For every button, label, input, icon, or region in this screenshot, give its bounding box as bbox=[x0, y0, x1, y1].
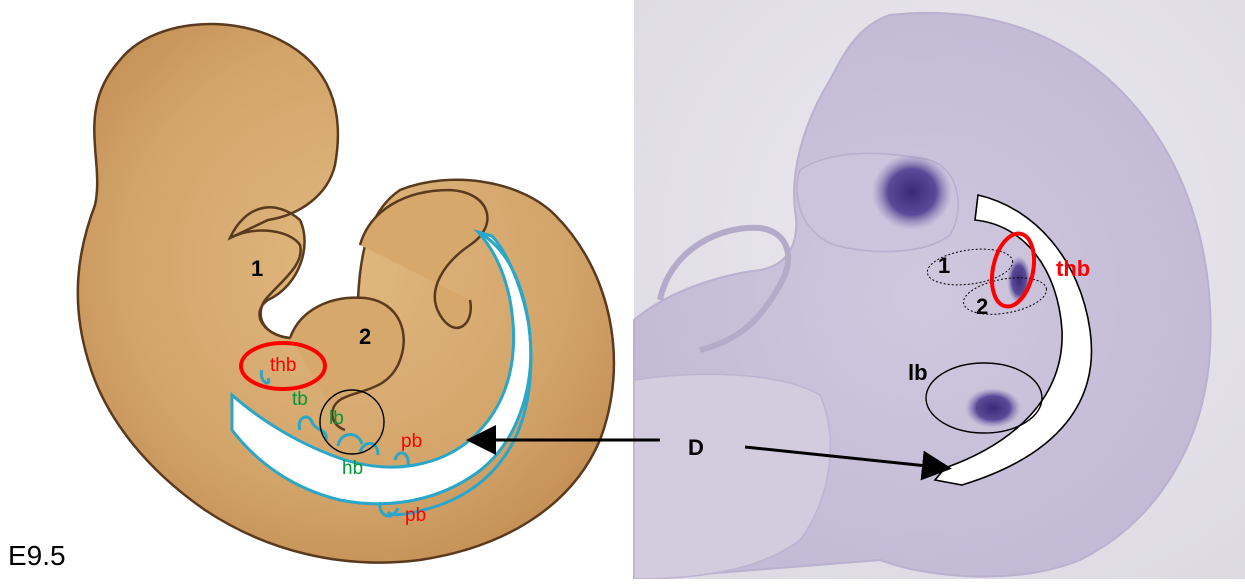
stain-spot-upper bbox=[872, 154, 952, 230]
photo-panel bbox=[634, 0, 1245, 579]
schematic-hb-label: hb bbox=[342, 459, 363, 478]
schematic-pb-lower-label: pb bbox=[405, 506, 426, 525]
stain-spot-lb bbox=[965, 388, 1021, 428]
photo-thb-label: thb bbox=[1056, 258, 1090, 280]
schematic-pouch-2-label: 2 bbox=[359, 326, 371, 348]
photo-lb-label: lb bbox=[908, 362, 928, 384]
center-d-label: D bbox=[688, 437, 704, 459]
schematic-lb-label: lb bbox=[329, 409, 344, 428]
photo-pouch-1-label: 1 bbox=[938, 255, 950, 277]
photo-pouch-2-label: 2 bbox=[976, 296, 988, 318]
schematic-tb-label: tb bbox=[292, 390, 308, 409]
stage-label: E9.5 bbox=[8, 542, 66, 570]
schematic-pouch-1-label: 1 bbox=[251, 258, 263, 280]
schematic-panel bbox=[78, 24, 614, 563]
schematic-pb-upper-label: pb bbox=[401, 432, 422, 451]
schematic-thb-label: thb bbox=[270, 356, 296, 375]
stain-spot-thb bbox=[1007, 256, 1031, 304]
